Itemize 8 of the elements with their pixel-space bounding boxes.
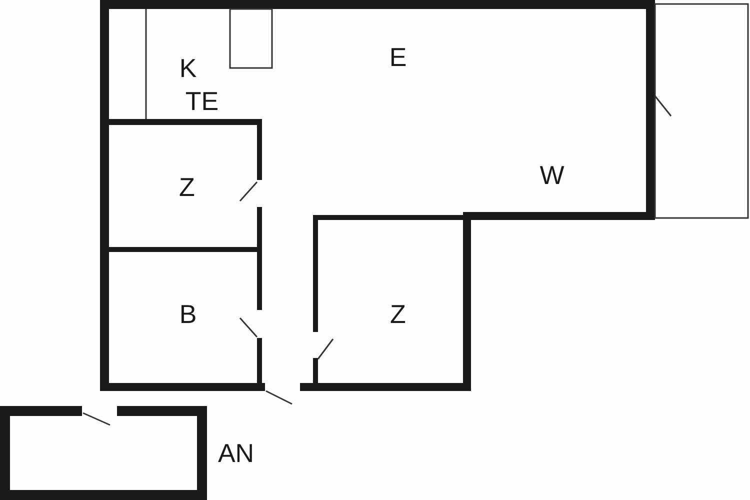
room-label: Z	[179, 174, 195, 200]
room-label: E	[389, 44, 407, 70]
room-label: Z	[390, 301, 406, 327]
room-label: B	[179, 301, 197, 327]
room-label: W	[540, 162, 564, 188]
room-label: TE	[185, 88, 219, 114]
room-label: K	[179, 55, 197, 81]
room-label: AN	[218, 440, 254, 466]
